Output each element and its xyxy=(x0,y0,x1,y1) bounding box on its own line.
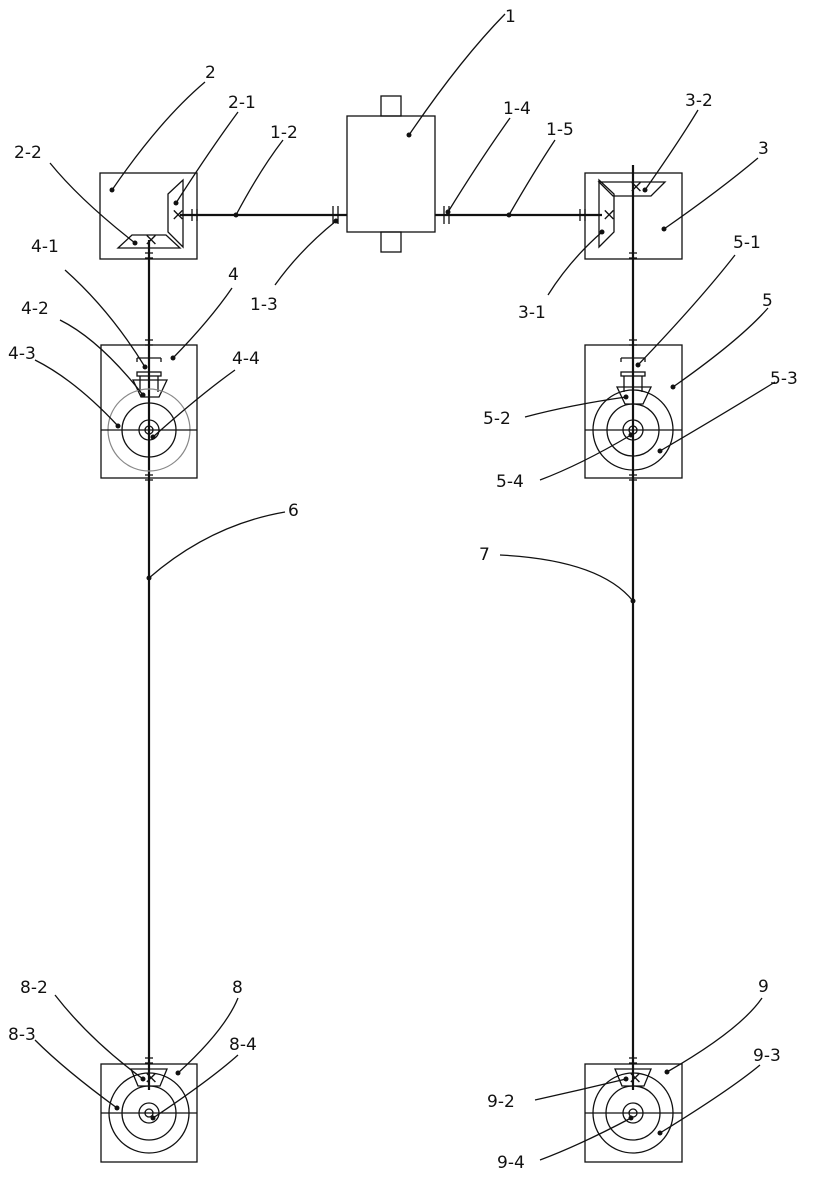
leader-lines xyxy=(35,14,775,1160)
svg-text:×: × xyxy=(629,177,643,197)
label-3-1: 3-1 xyxy=(518,303,546,323)
label-3: 3 xyxy=(758,139,769,159)
label-6: 6 xyxy=(288,501,299,521)
label-7: 7 xyxy=(479,545,490,565)
label-1: 1 xyxy=(505,7,516,27)
label-5-2: 5-2 xyxy=(483,409,511,429)
label-8-3: 8-3 xyxy=(8,1025,36,1045)
svg-text:×: × xyxy=(144,1068,158,1088)
label-9-4: 9-4 xyxy=(497,1153,525,1173)
label-5: 5 xyxy=(762,291,773,311)
label-4-4: 4-4 xyxy=(232,349,260,369)
label-8-2: 8-2 xyxy=(20,978,48,998)
shaft-1-5 xyxy=(435,209,602,221)
svg-text:×: × xyxy=(171,205,185,225)
label-1-2: 1-2 xyxy=(270,123,298,143)
svg-text:×: × xyxy=(602,205,616,225)
label-1-4: 1-4 xyxy=(503,99,531,119)
label-4-2: 4-2 xyxy=(21,299,49,319)
part-labels: 1 1-2 1-3 1-4 1-5 2 2-1 2-2 3 3-2 3-1 4-… xyxy=(8,7,798,1173)
shaft-1-2 xyxy=(180,209,347,221)
label-9-3: 9-3 xyxy=(753,1046,781,1066)
label-8: 8 xyxy=(232,978,243,998)
label-4-3: 4-3 xyxy=(8,344,36,364)
label-1-5: 1-5 xyxy=(546,120,574,140)
label-9-2: 9-2 xyxy=(487,1092,515,1112)
label-1-3: 1-3 xyxy=(250,295,278,315)
label-4: 4 xyxy=(228,265,239,285)
label-2: 2 xyxy=(205,63,216,83)
shaft-7 xyxy=(629,165,637,1090)
label-2-1: 2-1 xyxy=(228,93,256,113)
motor-1 xyxy=(347,96,435,252)
label-2-2: 2-2 xyxy=(14,143,42,163)
label-5-1: 5-1 xyxy=(733,233,761,253)
label-4-1: 4-1 xyxy=(31,237,59,257)
unit-9: × xyxy=(585,1064,682,1162)
svg-text:×: × xyxy=(144,230,158,250)
label-8-4: 8-4 xyxy=(229,1035,257,1055)
svg-text:×: × xyxy=(628,1068,642,1088)
label-3-2: 3-2 xyxy=(685,91,713,111)
label-5-3: 5-3 xyxy=(770,369,798,389)
label-9: 9 xyxy=(758,977,769,997)
unit-8: × xyxy=(101,1064,197,1162)
label-5-4: 5-4 xyxy=(496,472,524,492)
